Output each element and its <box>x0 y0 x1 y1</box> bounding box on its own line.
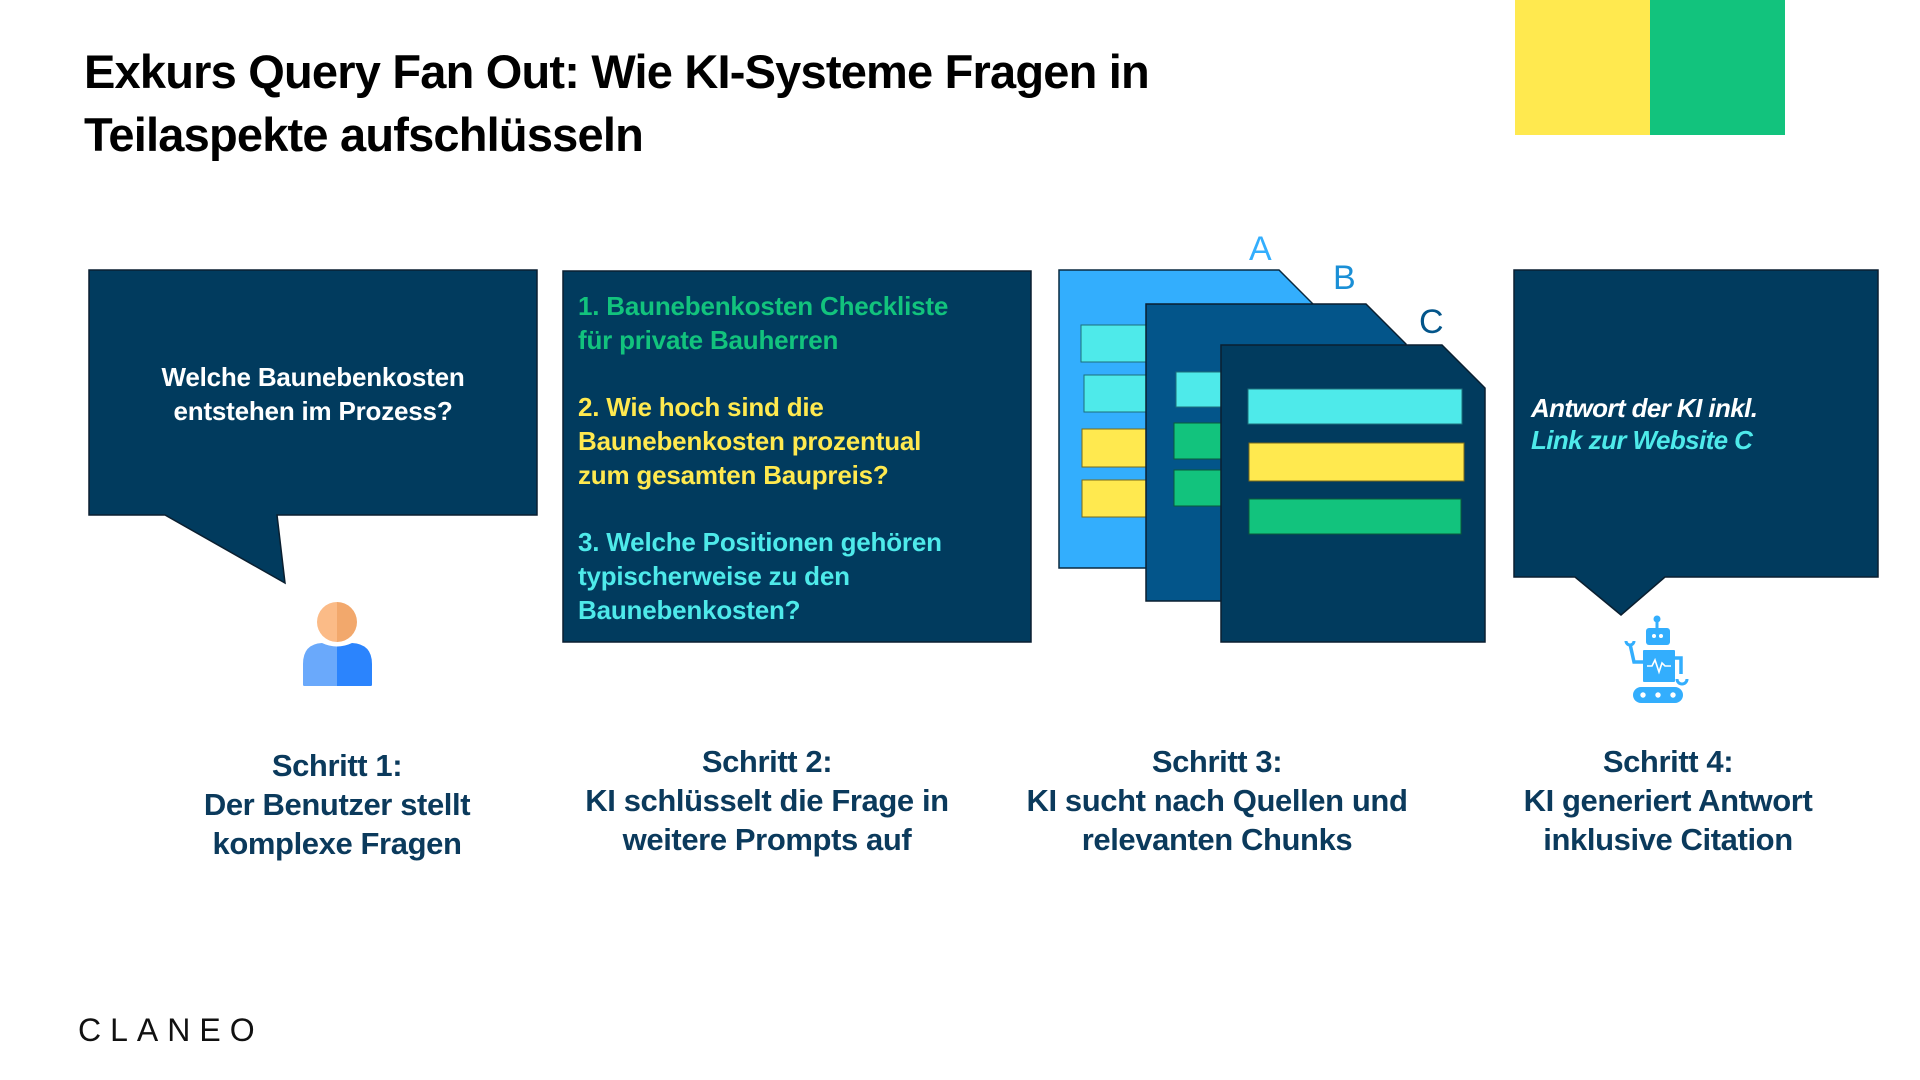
user-question-line-2: entstehen im Prozess? <box>173 396 453 426</box>
ai-answer-link[interactable]: Link zur Website C <box>1531 425 1753 455</box>
step-4-title: Schritt 4: <box>1602 744 1734 779</box>
prompt-2-line-1: 2. Wie hoch sind die <box>578 392 824 422</box>
prompt-2-line-3: zum gesamten Baupreis? <box>578 460 889 490</box>
document-a-label: A <box>1249 230 1272 268</box>
step-3-line-1: KI sucht nach Quellen und <box>1026 783 1408 818</box>
step-2-title: Schritt 2: <box>701 744 833 779</box>
prompt-item-3: 3. Welche Positionen gehören typischerwe… <box>578 525 1018 627</box>
step-3-title: Schritt 3: <box>1151 744 1283 779</box>
prompt-2-line-2: Baunebenkosten prozentual <box>578 426 922 456</box>
ai-answer: Antwort der KI inkl. Link zur Website C <box>1531 392 1758 456</box>
title-line-1: Exkurs Query Fan Out: Wie KI-Systeme Fra… <box>84 45 1150 98</box>
page-title: Exkurs Query Fan Out: Wie KI-Systeme Fra… <box>84 40 1484 166</box>
prompt-1-line-2: für private Bauherren <box>578 325 839 355</box>
step-1-line-1: Der Benutzer stellt <box>203 787 471 822</box>
step-4-line-1: KI generiert Antwort <box>1523 783 1813 818</box>
ai-answer-line-1: Antwort der KI inkl. <box>1531 393 1758 423</box>
title-line-2: Teilaspekte aufschlüsseln <box>84 108 644 161</box>
claneo-logo: CLANEO <box>78 1012 264 1048</box>
prompt-3-line-2: typischerweise zu den <box>578 561 850 591</box>
prompt-item-1: 1. Baunebenkosten Checkliste für private… <box>578 289 1018 357</box>
document-c-bar <box>1247 388 1463 425</box>
document-c-label: C <box>1419 303 1444 341</box>
decor-yellow-square <box>1515 0 1650 135</box>
document-b-label: B <box>1333 259 1356 297</box>
step-1-line-2: komplexe Fragen <box>212 826 462 861</box>
prompts-box <box>562 270 1032 643</box>
user-icon <box>303 602 372 686</box>
step-4-label: Schritt 4: KI generiert Antwort inklusiv… <box>1478 742 1858 859</box>
step-2-line-2: weitere Prompts auf <box>622 822 912 857</box>
decor-green-square <box>1650 0 1785 135</box>
step-2-line-1: KI schlüsselt die Frage in <box>585 783 949 818</box>
document-c-icon <box>1220 344 1486 643</box>
step-3-label: Schritt 3: KI sucht nach Quellen und rel… <box>1012 742 1422 859</box>
prompt-list: 1. Baunebenkosten Checkliste für private… <box>578 289 1018 627</box>
prompt-3-line-3: Baunebenkosten? <box>578 595 801 625</box>
user-question: Welche Baunebenkosten entstehen im Proze… <box>89 360 537 428</box>
step-2-label: Schritt 2: KI schlüsselt die Frage in we… <box>567 742 967 859</box>
prompt-item-2: 2. Wie hoch sind die Baunebenkosten proz… <box>578 390 1018 492</box>
answer-speech-bubble <box>1513 269 1879 616</box>
question-speech-bubble <box>88 269 538 585</box>
step-4-line-2: inklusive Citation <box>1543 822 1793 857</box>
document-c-bar <box>1248 442 1465 482</box>
step-3-line-2: relevanten Chunks <box>1081 822 1353 857</box>
prompt-1-line-1: 1. Baunebenkosten Checkliste <box>578 291 949 321</box>
prompt-3-line-1: 3. Welche Positionen gehören <box>578 527 942 557</box>
user-question-line-1: Welche Baunebenkosten <box>161 362 465 392</box>
step-1-label: Schritt 1: Der Benutzer stellt komplexe … <box>187 746 487 863</box>
document-c-bar <box>1248 498 1462 535</box>
step-1-title: Schritt 1: <box>271 748 403 783</box>
robot-icon <box>1624 615 1689 703</box>
